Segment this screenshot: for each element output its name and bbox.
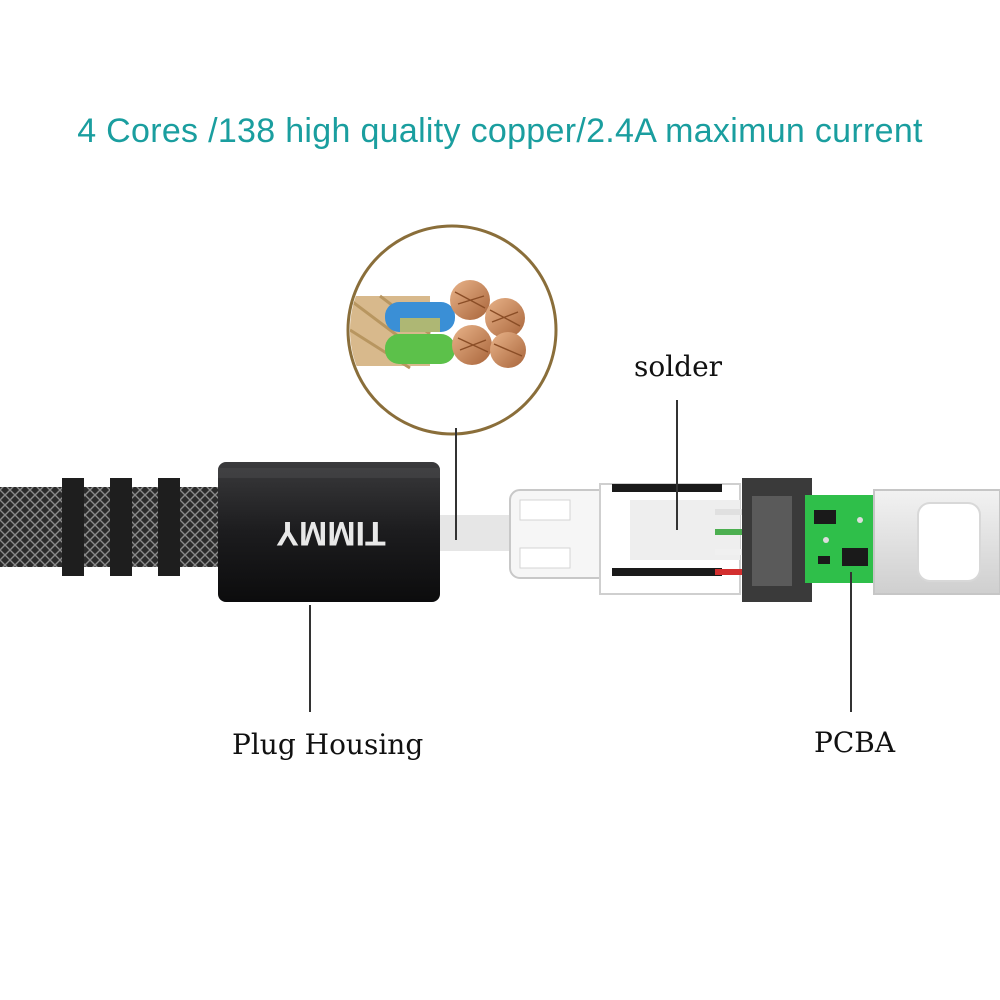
inner-mold bbox=[599, 483, 741, 595]
headline: 4 Cores /138 high quality copper/2.4A ma… bbox=[77, 112, 923, 150]
brand-logo: TIMMY bbox=[276, 514, 386, 552]
plug-housing bbox=[218, 462, 440, 602]
braided-cable bbox=[0, 478, 230, 576]
cable-cross-section-inset bbox=[346, 224, 558, 436]
inner-cable bbox=[440, 515, 520, 551]
pcb-board bbox=[805, 495, 877, 583]
plug-housing-label: Plug Housing bbox=[232, 728, 424, 761]
pcba-label: PCBA bbox=[814, 726, 896, 759]
solder-label: solder bbox=[634, 350, 723, 383]
lightning-plug bbox=[873, 489, 1000, 595]
